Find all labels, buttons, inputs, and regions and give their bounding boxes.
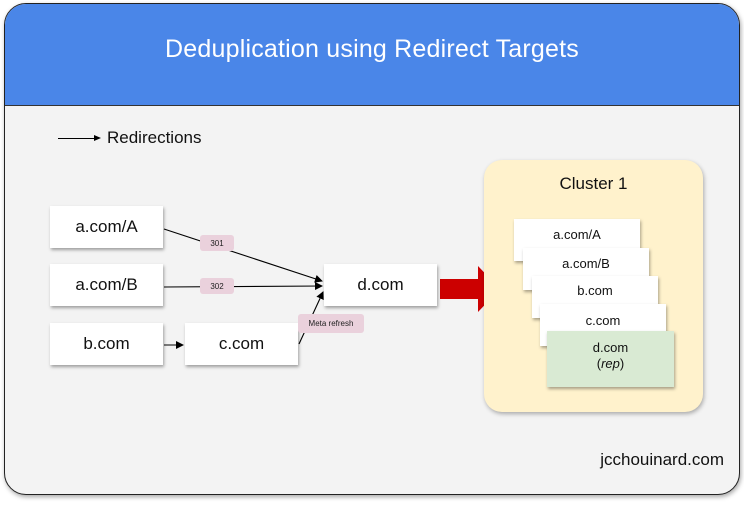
node-d-com: d.com xyxy=(324,264,437,306)
legend-label: Redirections xyxy=(107,128,202,147)
header-bar: Deduplication using Redirect Targets xyxy=(5,4,739,106)
edge-a-com-b-to-d-com xyxy=(163,282,323,291)
cluster-member-d-com-representative: d.com (rep) xyxy=(547,331,674,387)
node-a-com-a: a.com/A xyxy=(50,206,163,248)
cluster-member-label: d.com xyxy=(592,340,629,355)
node-c-com: c.com xyxy=(185,323,298,365)
node-b-com: b.com xyxy=(50,323,163,365)
cluster-member-label: c.com xyxy=(585,313,621,328)
edge-label-301: 301 xyxy=(200,235,234,251)
legend-arrow-head-icon xyxy=(94,135,101,141)
rep-label: (rep) xyxy=(596,356,625,371)
rep-note: rep xyxy=(601,356,620,371)
cluster-member-label: a.com/A xyxy=(553,227,601,242)
legend-arrow-line xyxy=(58,138,96,140)
edge-label-302: 302 xyxy=(200,278,234,294)
cluster-member-label: a.com/B xyxy=(562,256,610,271)
node-a-com-b: a.com/B xyxy=(50,264,163,306)
edge-label-meta-refresh: Meta refresh xyxy=(298,314,364,333)
footer-credit: jcchouinard.com xyxy=(600,450,724,469)
cluster-member-label: b.com xyxy=(577,283,613,298)
diagram-title: Deduplication using Redirect Targets xyxy=(165,35,579,63)
edge-a-com-a-to-d-com xyxy=(163,228,323,283)
cluster-title: Cluster 1 xyxy=(559,174,628,193)
